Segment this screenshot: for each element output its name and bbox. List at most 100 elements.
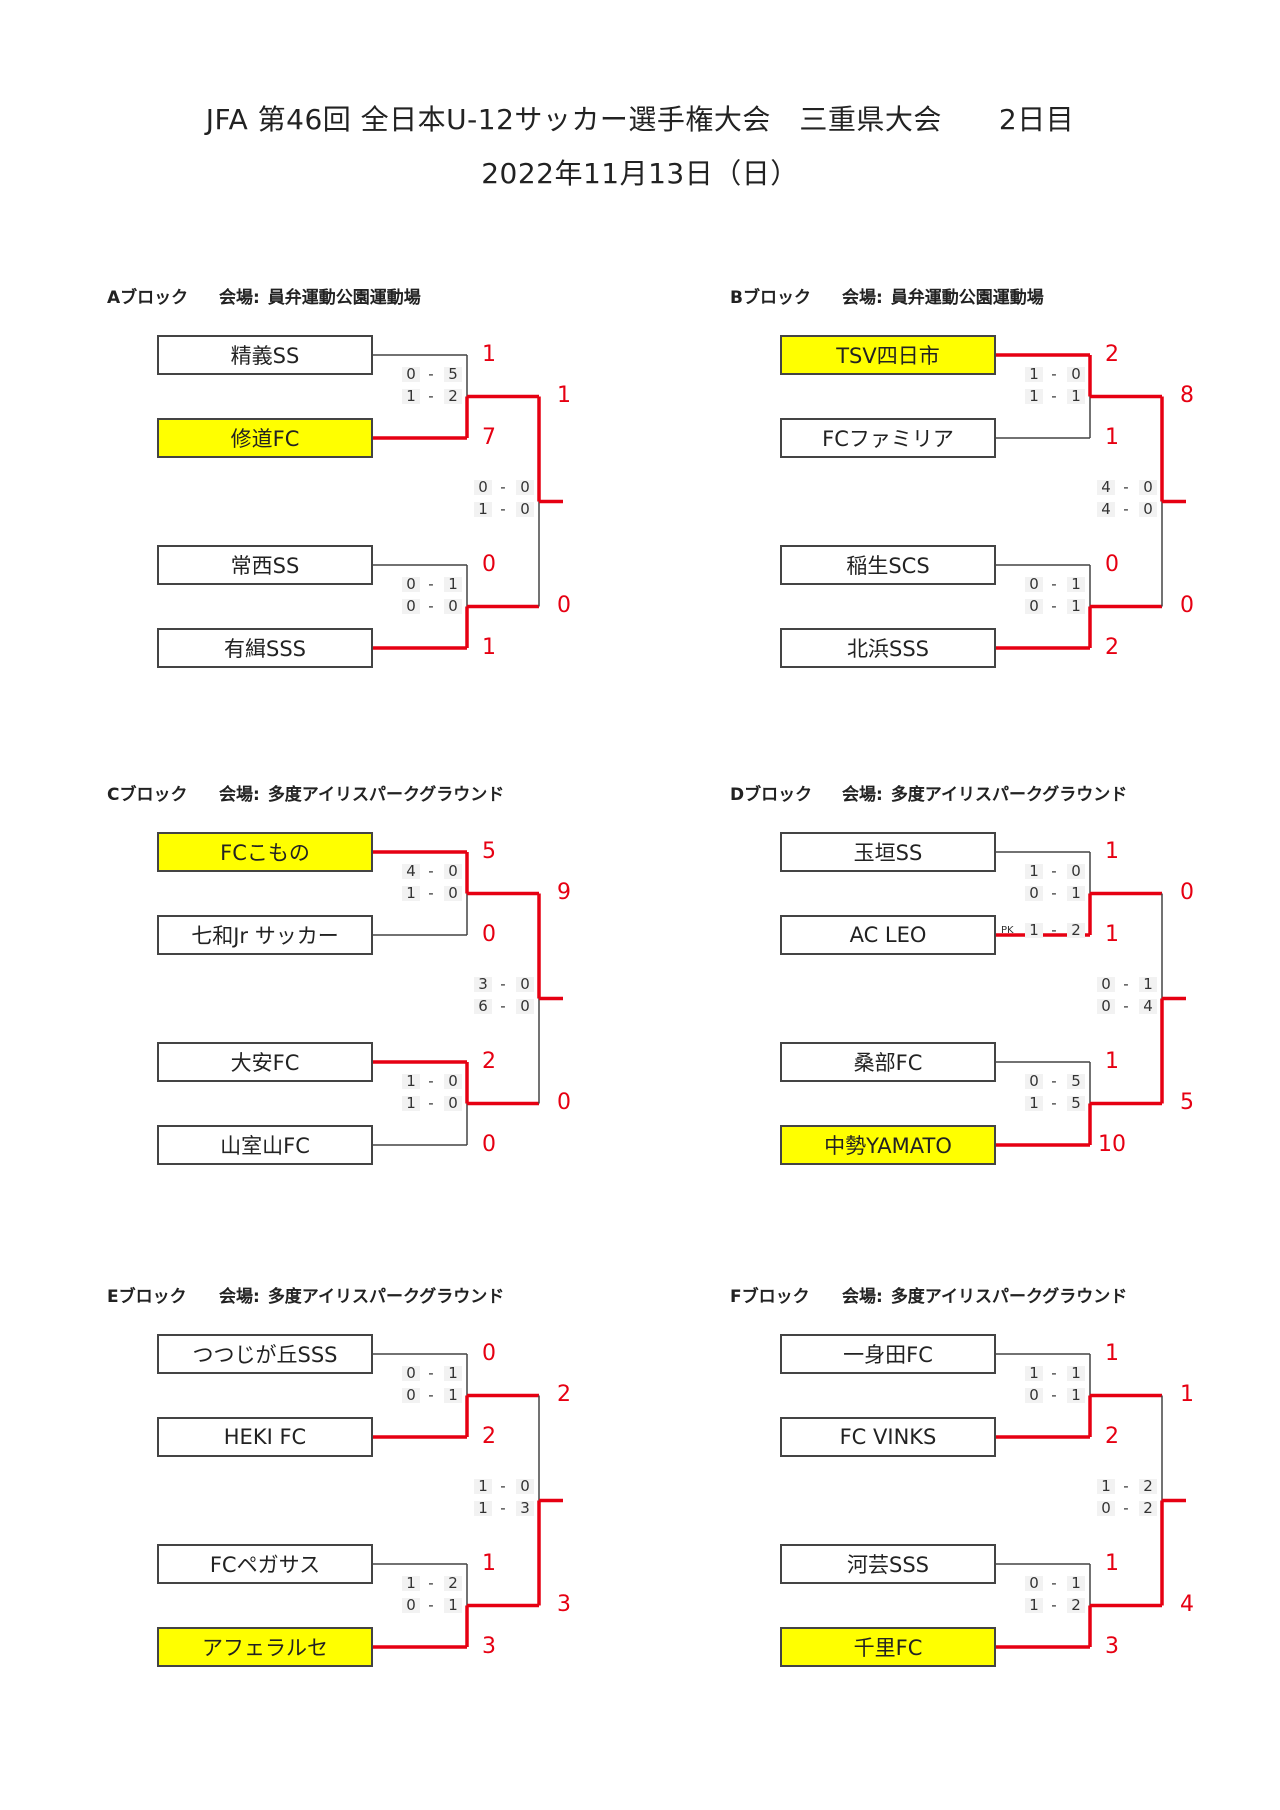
venue-label: 会場: xyxy=(842,288,883,308)
team-box: 有緝SSS xyxy=(157,628,373,668)
venue-name: 多度アイリスパークグラウンド xyxy=(890,785,1128,805)
venue-name: 多度アイリスパークグラウンド xyxy=(890,1287,1128,1307)
block-heading: Cブロック会場:多度アイリスパークグラウンド xyxy=(107,780,504,805)
semi-half-left: 1 xyxy=(402,1073,420,1089)
final-half-right: 0 xyxy=(1139,479,1157,495)
team-score: 1 xyxy=(1105,1049,1119,1074)
team-score: 0 xyxy=(482,922,496,947)
semi-half-left: 0 xyxy=(1025,1575,1043,1591)
team-score: 0 xyxy=(1105,552,1119,577)
team-box: 稲生SCS xyxy=(780,545,996,585)
final-score: 8 xyxy=(1180,382,1194,408)
team-score: 5 xyxy=(482,839,496,864)
team-score: 0 xyxy=(482,1341,496,1366)
final-half-right: 0 xyxy=(516,479,534,495)
team-box: FCペガサス xyxy=(157,1544,373,1584)
pk-dash: - xyxy=(1051,921,1057,939)
final-score: 0 xyxy=(557,592,571,618)
team-box: 山室山FC xyxy=(157,1125,373,1165)
team-box: AC LEO xyxy=(780,915,996,955)
semi-half-right: 5 xyxy=(1067,1073,1085,1089)
bracket-lines xyxy=(373,1353,563,1649)
semi-half-left: 4 xyxy=(402,863,420,879)
pk-score: 1 xyxy=(1025,923,1043,938)
venue-label: 会場: xyxy=(842,785,883,805)
team-score: 1 xyxy=(482,635,496,660)
team-score: 1 xyxy=(1105,1341,1119,1366)
semi-dash: - xyxy=(1051,1595,1057,1614)
bracket-lines xyxy=(373,354,563,650)
venue-name: 員弁運動公園運動場 xyxy=(267,288,421,308)
semi-half-left: 0 xyxy=(1025,1387,1043,1403)
semi-half-right: 5 xyxy=(444,366,462,382)
block-name: Aブロック xyxy=(107,288,189,308)
semi-dash: - xyxy=(428,1093,434,1112)
semi-half-right: 2 xyxy=(1067,1597,1085,1613)
team-score: 1 xyxy=(482,342,496,367)
semi-half-right: 1 xyxy=(444,1387,462,1403)
team-box: 七和Jr サッカー xyxy=(157,915,373,955)
team-score: 2 xyxy=(482,1049,496,1074)
semi-dash: - xyxy=(428,1071,434,1090)
semi-dash: - xyxy=(1051,1363,1057,1382)
semi-half-left: 1 xyxy=(402,1095,420,1111)
semi-half-left: 1 xyxy=(1025,1095,1043,1111)
team-box: 精義SS xyxy=(157,335,373,375)
venue-name: 多度アイリスパークグラウンド xyxy=(267,1287,505,1307)
final-half-left: 0 xyxy=(474,479,492,495)
final-half-left: 1 xyxy=(1097,1478,1115,1494)
semi-dash: - xyxy=(1051,1385,1057,1404)
team-box: FC VINKS xyxy=(780,1417,996,1457)
semi-half-right: 1 xyxy=(1067,388,1085,404)
final-half-right: 2 xyxy=(1139,1500,1157,1516)
team-box: 常西SS xyxy=(157,545,373,585)
team-score: 2 xyxy=(482,1424,496,1449)
team-box: 修道FC xyxy=(157,418,373,458)
final-half-right: 0 xyxy=(516,998,534,1014)
semi-half-left: 1 xyxy=(402,885,420,901)
final-score: 5 xyxy=(1180,1089,1194,1115)
final-half-right: 0 xyxy=(516,976,534,992)
final-half-right: 0 xyxy=(1139,501,1157,517)
block-name: Dブロック xyxy=(730,785,813,805)
final-dash: - xyxy=(1123,499,1129,518)
pk-score: 2 xyxy=(1067,923,1085,938)
final-dash: - xyxy=(500,499,506,518)
final-dash: - xyxy=(1123,974,1129,993)
semi-dash: - xyxy=(1051,386,1057,405)
team-box: 千里FC xyxy=(780,1627,996,1667)
semi-half-left: 1 xyxy=(1025,366,1043,382)
semi-half-left: 1 xyxy=(1025,1365,1043,1381)
final-score: 0 xyxy=(1180,592,1194,618)
team-box: FCファミリア xyxy=(780,418,996,458)
team-box: 河芸SSS xyxy=(780,1544,996,1584)
team-box: 北浜SSS xyxy=(780,628,996,668)
final-half-left: 1 xyxy=(474,501,492,517)
final-dash: - xyxy=(500,1476,506,1495)
page-date: 2022年11月13日（日） xyxy=(481,157,799,190)
final-half-right: 0 xyxy=(516,1478,534,1494)
final-half-right: 4 xyxy=(1139,998,1157,1014)
final-half-left: 6 xyxy=(474,998,492,1014)
team-score: 1 xyxy=(482,1551,496,1576)
team-score: 1 xyxy=(1105,425,1119,450)
block-name: Bブロック xyxy=(730,288,811,308)
final-half-left: 1 xyxy=(474,1500,492,1516)
semi-half-right: 1 xyxy=(1067,1387,1085,1403)
semi-half-left: 1 xyxy=(402,388,420,404)
semi-dash: - xyxy=(428,1595,434,1614)
venue-name: 多度アイリスパークグラウンド xyxy=(267,785,505,805)
team-box: アフェラルセ xyxy=(157,1627,373,1667)
semi-dash: - xyxy=(1051,1093,1057,1112)
semi-dash: - xyxy=(1051,883,1057,902)
final-score: 0 xyxy=(557,1089,571,1115)
team-box: 玉垣SS xyxy=(780,832,996,872)
team-score: 2 xyxy=(1105,1424,1119,1449)
semi-half-left: 0 xyxy=(402,576,420,592)
final-half-left: 0 xyxy=(1097,976,1115,992)
final-dash: - xyxy=(500,996,506,1015)
semi-half-left: 1 xyxy=(1025,863,1043,879)
